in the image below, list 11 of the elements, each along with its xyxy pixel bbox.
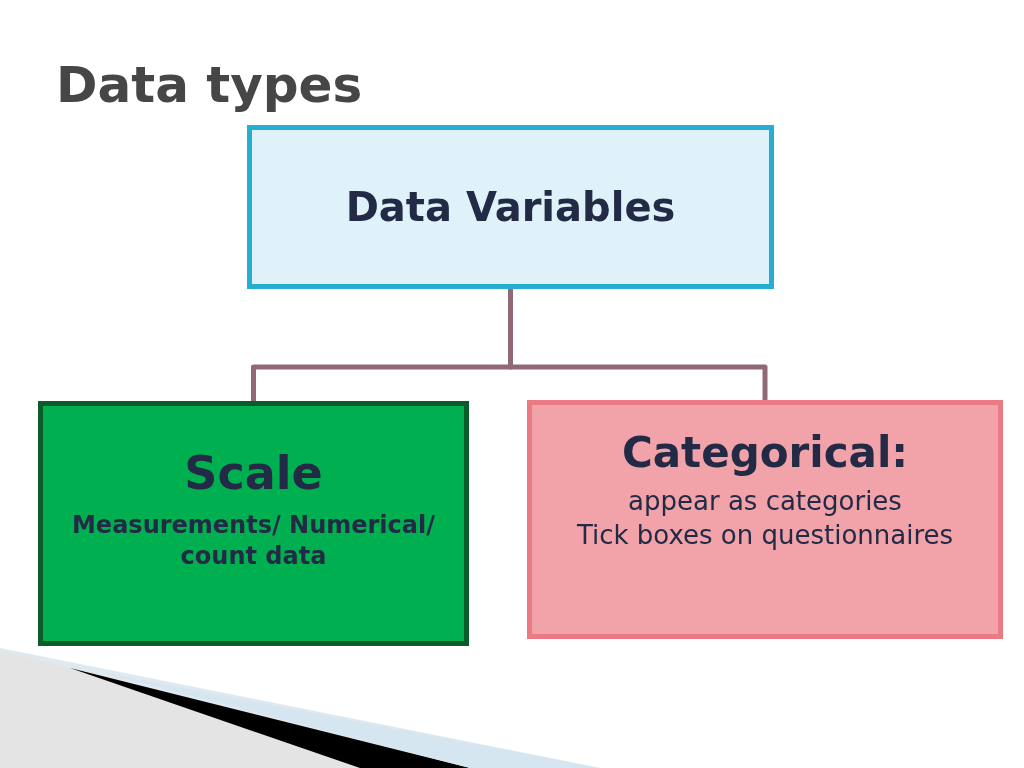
box-heading: Data Variables — [345, 183, 676, 232]
box-description: appear as categories — [628, 485, 902, 518]
box-description: Measurements/ Numerical/ count data — [71, 510, 436, 573]
box-heading: Scale — [184, 445, 323, 503]
category-box — [247, 125, 774, 289]
connector-line — [508, 289, 768, 400]
category-box — [38, 401, 469, 646]
box-description: Tick boxes on questionnaires — [576, 518, 954, 552]
category-box — [527, 400, 1003, 639]
box-heading: Categorical: — [621, 427, 909, 480]
slide-title: Data types — [56, 56, 363, 114]
